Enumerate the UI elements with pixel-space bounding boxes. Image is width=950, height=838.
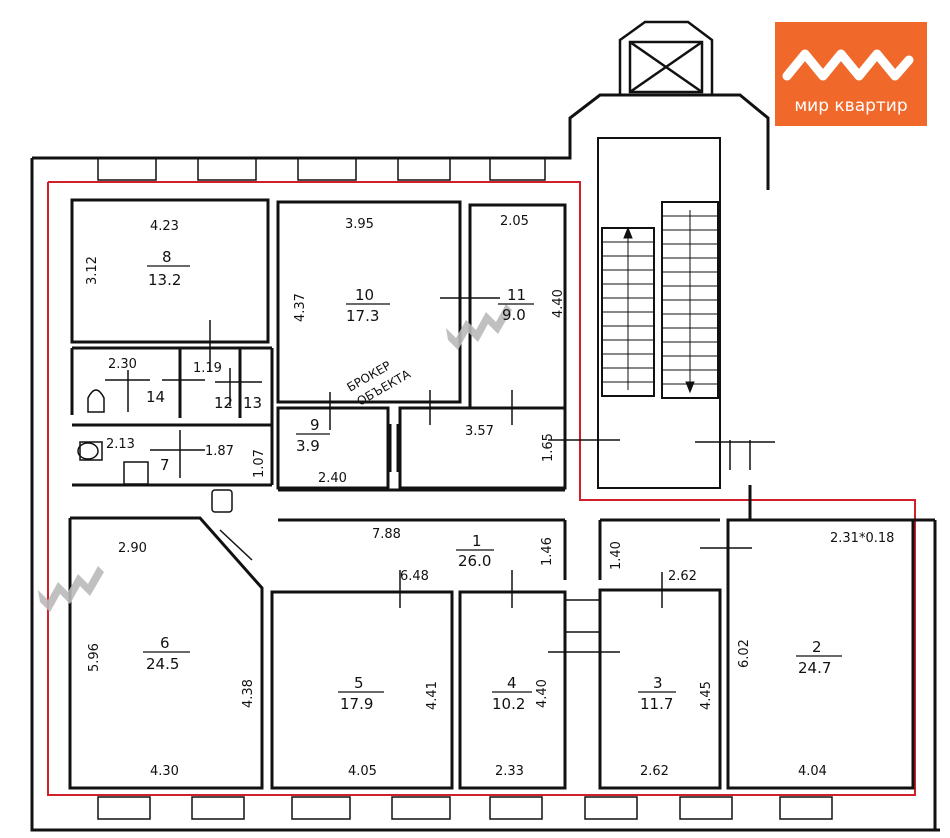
room-1-area: 26.0 <box>458 552 491 570</box>
outer-walls <box>30 93 940 832</box>
room-2-top: 2.31*0.18 <box>830 531 894 546</box>
windows-top <box>97 157 833 820</box>
room-14-number: 14 <box>146 388 165 406</box>
stair-tower <box>618 20 714 97</box>
room-5-bottom: 4.05 <box>348 764 377 779</box>
room-3-number: 3 <box>653 674 663 692</box>
room-7-height: 1.07 <box>252 449 267 478</box>
room-1-height: 1.46 <box>540 537 555 566</box>
room-2-number: 2 <box>812 638 822 656</box>
corridor-height: 1.65 <box>541 433 556 462</box>
room-7-width: 2.13 <box>106 437 135 452</box>
room-2-left: 6.02 <box>737 639 752 668</box>
room-9-number: 9 <box>310 416 320 434</box>
room-4-area: 10.2 <box>492 695 525 713</box>
room-2-area: 24.7 <box>798 659 831 677</box>
room-10-area: 17.3 <box>346 307 379 325</box>
room-6-number: 6 <box>160 634 170 652</box>
room-11-number: 11 <box>507 286 526 304</box>
room-10-width: 3.95 <box>345 217 374 232</box>
room-3-bottom: 2.62 <box>640 764 669 779</box>
bathroom-fixtures <box>77 389 233 513</box>
room-3-side: 1.40 <box>609 541 624 570</box>
room-3-top: 2.62 <box>668 569 697 584</box>
room-6-right: 4.38 <box>241 679 256 708</box>
room-8-width: 4.23 <box>150 219 179 234</box>
room-8-height: 3.12 <box>85 256 100 285</box>
room-5-number: 5 <box>354 674 364 692</box>
room-12-width: 1.19 <box>193 361 222 376</box>
room-11-height: 4.40 <box>551 289 566 318</box>
room-11-width: 2.05 <box>500 214 529 229</box>
apartment-boundary <box>47 181 916 796</box>
room-6-top: 2.90 <box>118 541 147 556</box>
room-3-right: 4.45 <box>699 681 714 710</box>
corridor-width: 3.57 <box>465 424 494 439</box>
room-6-left: 5.96 <box>87 643 102 672</box>
room-6-area: 24.5 <box>146 655 179 673</box>
room-8-number: 8 <box>162 248 172 266</box>
stair-steps <box>602 210 718 394</box>
room-10-number: 10 <box>355 286 374 304</box>
room-4-bottom: 2.33 <box>495 764 524 779</box>
stairwell <box>597 137 721 489</box>
room-1-sublength: 6.48 <box>400 569 429 584</box>
room-9-width: 2.40 <box>318 471 347 486</box>
interior-walls <box>68 198 915 790</box>
room-1-length: 7.88 <box>372 527 401 542</box>
room-9-area: 3.9 <box>296 437 320 455</box>
room-5-area: 17.9 <box>340 695 373 713</box>
room-7-number: 7 <box>160 456 170 474</box>
room-1-number: 1 <box>472 532 482 550</box>
room-4-number: 4 <box>507 674 517 692</box>
room-3-area: 11.7 <box>640 695 673 713</box>
room-13-number: 13 <box>243 394 262 412</box>
room-2-bottom: 4.04 <box>798 764 827 779</box>
brand-arrows-icon <box>782 49 914 81</box>
room-8-area: 13.2 <box>148 271 181 289</box>
watermark-logos <box>38 304 512 612</box>
room-4-right: 4.40 <box>535 679 550 708</box>
brand-logo: мир квартир <box>775 22 927 126</box>
room-10-height: 4.37 <box>293 293 308 322</box>
room-7-depth: 1.87 <box>205 444 234 459</box>
door-marks <box>105 297 775 653</box>
room-5-right: 4.41 <box>425 681 440 710</box>
room-6-bottom: 4.30 <box>150 764 179 779</box>
room-11-area: 9.0 <box>502 306 526 324</box>
brand-name: мир квартир <box>794 96 908 116</box>
room-14-width: 2.30 <box>108 357 137 372</box>
room-12-number: 12 <box>214 394 233 412</box>
